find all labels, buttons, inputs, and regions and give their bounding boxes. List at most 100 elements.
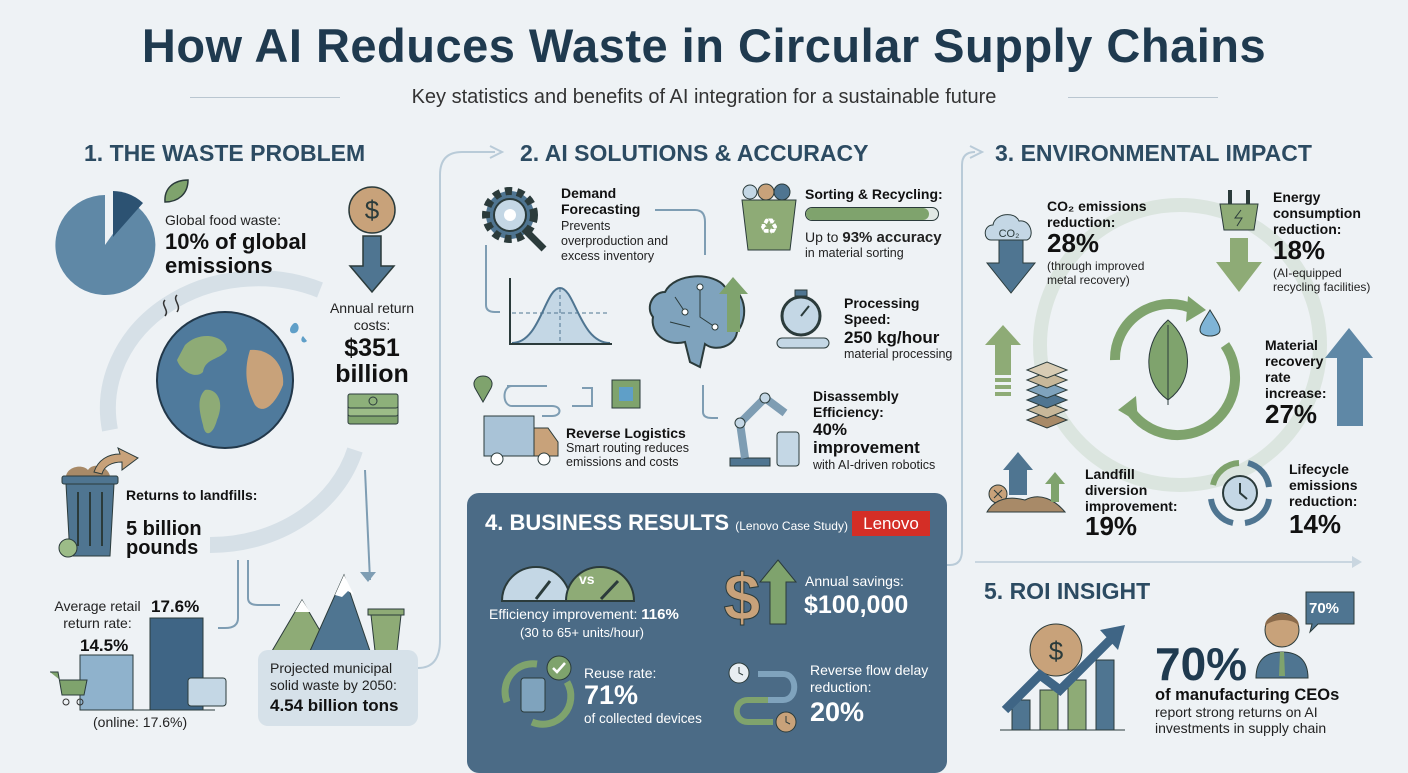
- device-reuse-icon: [501, 655, 575, 728]
- reverse-logistics-desc: Smart routing reduces emissions and cost…: [566, 441, 689, 469]
- msw-value: 4.54 billion tons: [270, 696, 399, 715]
- svg-text:$: $: [365, 195, 380, 225]
- forecast-curve-icon: [509, 278, 612, 345]
- landfill-diversion-label: Landfill diversion improvement:: [1085, 466, 1178, 514]
- disassembly-value: 40% improvement: [813, 420, 920, 457]
- reverse-flow-icon: [728, 662, 798, 733]
- landfill-value: 5 billion pounds: [126, 518, 202, 559]
- material-recovery-value: 27%: [1265, 399, 1318, 429]
- co2-value: 28%: [1047, 228, 1100, 258]
- dollar-down-icon: $: [348, 186, 396, 294]
- retail-return-value: 14.5%: [80, 636, 129, 655]
- co2-down-icon: CO₂: [984, 214, 1037, 294]
- divider: [190, 97, 340, 98]
- energy-label: Energy consumption reduction:: [1273, 189, 1361, 237]
- bar-retail: [79, 654, 134, 711]
- delay-label: Reverse flow delay reduction:: [810, 662, 929, 695]
- ceo-speech-bubble: 70%: [1309, 600, 1340, 617]
- recycling-bin-icon: ♻: [741, 183, 797, 251]
- mountain-waste-icon: [271, 573, 405, 652]
- roi-line2: report strong returns on AI investments …: [1155, 704, 1327, 736]
- food-waste-label: Global food waste:: [165, 212, 281, 228]
- section-4-heading: 4. BUSINESS RESULTS (Lenovo Case Study): [485, 510, 848, 535]
- savings-value: $100,000: [804, 591, 909, 619]
- retail-return-label: Average retail return rate:: [54, 598, 141, 631]
- lifecycle-label: Lifecycle emissions reduction:: [1289, 461, 1358, 509]
- savings-label: Annual savings:: [805, 573, 904, 589]
- energy-plug-icon: [1216, 190, 1262, 292]
- robotic-arm-icon: [729, 392, 800, 467]
- ceo-avatar-icon: [1255, 591, 1355, 679]
- energy-value: 18%: [1273, 235, 1326, 265]
- demand-forecasting-title: Demand Forecasting: [561, 185, 641, 217]
- reverse-logistics-title: Reverse Logistics: [566, 425, 686, 441]
- svg-text:$: $: [724, 560, 761, 634]
- demand-forecasting-desc: Prevents overproduction and excess inven…: [561, 219, 669, 263]
- section-5-heading: 5. ROI INSIGHT: [984, 578, 1151, 604]
- online-return-note: (online: 17.6%): [93, 714, 188, 730]
- up-arrow-icon: [1325, 328, 1373, 426]
- reuse-value: 71%: [584, 680, 639, 710]
- disassembly-desc: with AI-driven robotics: [813, 458, 936, 472]
- sorting-accuracy-progress: [805, 207, 939, 221]
- reuse-label: Reuse rate:: [584, 665, 657, 681]
- disassembly-title: Disassembly Efficiency:: [813, 388, 899, 420]
- stopwatch-icon: [776, 289, 830, 349]
- landfill-label: Returns to landfills:: [126, 487, 258, 503]
- return-cost-label: Annual return costs:: [329, 300, 415, 333]
- material-layers-icon: [985, 325, 1021, 396]
- leaf-icon: [164, 179, 189, 203]
- processing-speed-value: 250 kg/hour: [844, 328, 940, 347]
- sorting-accuracy-text: Up to 93% accuracy: [805, 229, 942, 246]
- section-1-heading: 1. THE WASTE PROBLEM: [84, 140, 366, 166]
- vs-label: vs: [579, 571, 595, 587]
- processing-speed-title: Processing Speed:: [844, 295, 920, 327]
- delay-value: 20%: [810, 697, 865, 727]
- return-cost-value: $351 billion: [335, 334, 409, 388]
- money-stack-icon: [347, 393, 399, 425]
- pie-chart-icon: [55, 191, 156, 295]
- return-rate-bar-chart: [50, 617, 227, 711]
- roi-line1: of manufacturing CEOs: [1155, 686, 1340, 704]
- co2-note: (through improved metal recovery): [1047, 259, 1145, 287]
- lifecycle-clock-icon: [1208, 460, 1272, 526]
- sorting-title: Sorting & Recycling:: [805, 186, 943, 202]
- recycle-leaf-icon: [1109, 296, 1240, 441]
- landfill-diversion-icon: [986, 452, 1067, 513]
- divider: [1068, 97, 1218, 98]
- page-subtitle: Key statistics and benefits of AI integr…: [411, 86, 997, 108]
- gear-search-icon: [482, 187, 547, 252]
- section-2-heading: 2. AI SOLUTIONS & ACCURACY: [520, 140, 869, 166]
- processing-speed-desc: material processing: [844, 347, 953, 361]
- food-waste-value: 10% of global emissions: [165, 229, 307, 278]
- efficiency-text: Efficiency improvement: 116%: [489, 606, 679, 623]
- co2-label: CO₂ emissions reduction:: [1047, 198, 1147, 230]
- progress-fill: [806, 208, 929, 220]
- roi-value: 70%: [1155, 638, 1248, 690]
- stacked-materials-icon: [1025, 361, 1069, 429]
- msw-card: [258, 650, 418, 726]
- msw-label: Projected municipal solid waste by 2050:: [270, 660, 397, 693]
- roi-growth-chart-icon: $: [1000, 623, 1125, 731]
- efficiency-note: (30 to 65+ units/hour): [520, 625, 644, 640]
- material-recovery-label: Material recovery rate increase:: [1265, 337, 1327, 401]
- section-3-heading: 3. ENVIRONMENTAL IMPACT: [995, 140, 1312, 166]
- reuse-note: of collected devices: [584, 711, 702, 726]
- sorting-desc: in material sorting: [805, 246, 904, 260]
- svg-text:$: $: [1049, 636, 1064, 666]
- page-title: How AI Reduces Waste in Circular Supply …: [141, 19, 1267, 72]
- online-return-value: 17.6%: [151, 597, 200, 616]
- lifecycle-value: 14%: [1289, 509, 1342, 539]
- svg-text:CO₂: CO₂: [999, 228, 1020, 240]
- globe-icon: [156, 294, 307, 449]
- energy-note: (AI-equipped recycling facilities): [1273, 266, 1371, 294]
- speedometer-comparison-icon: [500, 566, 636, 602]
- trash-can-icon: [58, 447, 139, 558]
- savings-up-icon: $: [723, 559, 798, 635]
- landfill-diversion-value: 19%: [1085, 511, 1138, 541]
- reverse-logistics-icon: [473, 375, 641, 466]
- svg-text:♻: ♻: [759, 215, 779, 240]
- ai-brain-icon: [648, 275, 748, 369]
- lenovo-logo: Lenovo: [852, 511, 930, 536]
